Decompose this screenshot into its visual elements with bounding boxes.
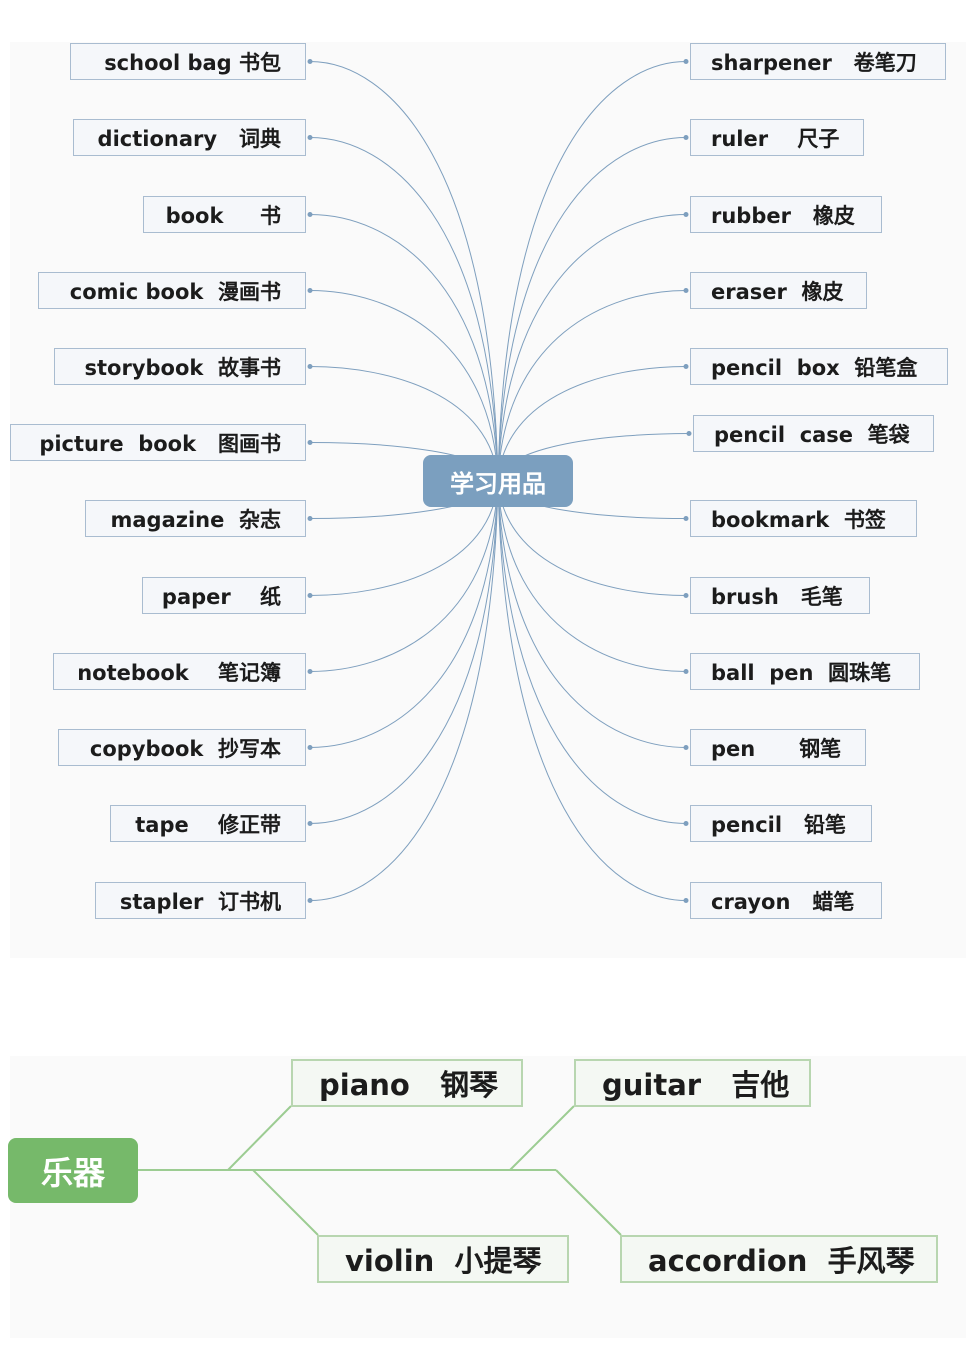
instrument-node-guitar: guitar 吉他 — [574, 1059, 811, 1107]
left-node-3: book 书 — [143, 196, 306, 233]
instrument-node-piano: piano 钢琴 — [291, 1059, 523, 1107]
central-topic-school-supplies: 学习用品 — [423, 455, 573, 507]
left-node-5: storybook 故事书 — [54, 348, 306, 385]
right-node-3: rubber 橡皮 — [690, 196, 882, 233]
left-node-1: school bag 书包 — [70, 43, 306, 80]
left-node-2: dictionary 词典 — [73, 119, 306, 156]
right-node-1: sharpener 卷笔刀 — [690, 43, 946, 80]
right-node-4: eraser 橡皮 — [690, 272, 867, 309]
left-node-9: notebook 笔记簿 — [53, 653, 306, 690]
left-node-8: paper 纸 — [142, 577, 306, 614]
right-node-11: pencil 铅笔 — [690, 805, 872, 842]
instrument-node-accordion: accordion 手风琴 — [620, 1235, 938, 1283]
right-node-8: brush 毛笔 — [690, 577, 870, 614]
left-node-7: magazine 杂志 — [85, 500, 306, 537]
left-node-4: comic book 漫画书 — [38, 272, 306, 309]
right-node-9: ball pen 圆珠笔 — [690, 653, 920, 690]
left-node-12: stapler 订书机 — [95, 882, 306, 919]
left-node-6: picture book 图画书 — [10, 424, 306, 461]
right-node-12: crayon 蜡笔 — [690, 882, 882, 919]
left-node-11: tape 修正带 — [110, 805, 306, 842]
central-topic-instruments: 乐器 — [8, 1138, 138, 1203]
left-node-10: copybook 抄写本 — [58, 729, 306, 766]
right-node-2: ruler 尺子 — [690, 119, 864, 156]
instrument-node-violin: violin 小提琴 — [317, 1235, 569, 1283]
right-node-5: pencil box 铅笔盒 — [690, 348, 948, 385]
right-node-10: pen 钢笔 — [690, 729, 866, 766]
right-node-6: pencil case 笔袋 — [693, 415, 934, 452]
right-node-7: bookmark 书签 — [690, 500, 917, 537]
